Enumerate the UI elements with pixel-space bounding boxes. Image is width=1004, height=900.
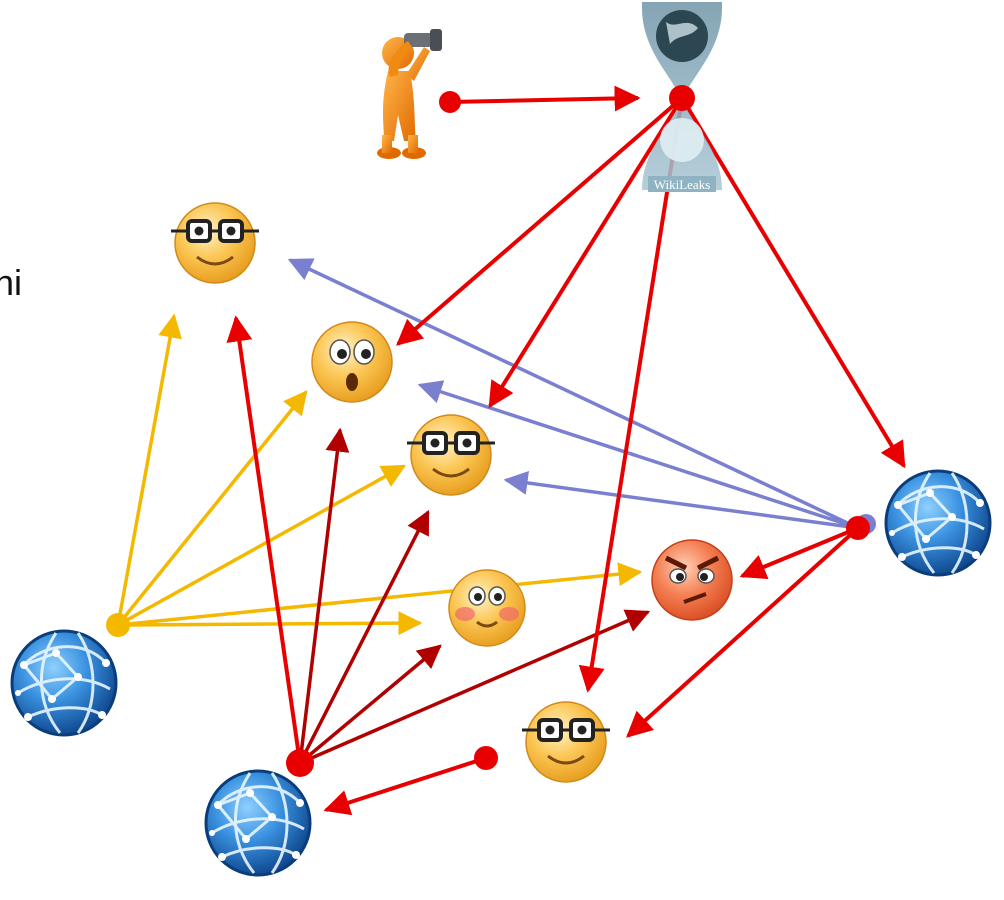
arrow-red-wl-3	[578, 97, 684, 693]
arrow-red-wl-1	[396, 96, 684, 346]
node-dot-wikileaks	[669, 85, 695, 111]
nerd-smiley-icon	[405, 413, 497, 497]
arrow-red-wl-2	[488, 96, 684, 409]
wikileaks-wordmark: WikiLeaks	[654, 177, 711, 192]
arrow-darkred-3	[298, 644, 442, 765]
node-dot-bottom-red	[286, 749, 314, 777]
arrow-red-observer-to-wikileaks	[449, 85, 641, 112]
red-arrows	[226, 85, 906, 816]
arrow-yellow-1	[116, 313, 182, 626]
arrow-blue-2	[417, 380, 859, 530]
arrow-red-nerd-to-globe	[323, 756, 487, 816]
arrow-blue-1	[287, 258, 859, 530]
globe-icon	[204, 769, 312, 877]
arrow-blue-3	[503, 471, 859, 530]
node-dot-left-yellow	[106, 613, 130, 637]
blue-arrows	[287, 258, 859, 530]
node-dot-observer	[439, 91, 461, 113]
surprised-smiley-icon	[311, 321, 393, 403]
globe-icon	[10, 629, 118, 737]
arrow-darkred-1	[298, 427, 350, 764]
dark-red-arrows	[298, 427, 651, 765]
arrow-darkred-2	[298, 509, 430, 764]
node-dot-right-red	[846, 516, 870, 540]
node-dots	[106, 85, 876, 777]
arrow-red-wl-4	[680, 96, 906, 469]
node-dot-bottom-nerd	[474, 746, 498, 770]
arrow-red-right-to-angry	[739, 526, 859, 580]
globe-icon	[884, 469, 992, 577]
angry-smiley-icon	[651, 539, 733, 621]
arrow-red-right-to-nerd	[626, 526, 860, 738]
blushing-smiley-icon	[448, 569, 526, 647]
arrow-yellow-2	[116, 390, 308, 627]
side-text-fragment: hi	[0, 262, 23, 303]
nerd-smiley-icon	[169, 201, 261, 285]
arrow-red-bottom-to-top-nerd	[226, 315, 302, 764]
arrow-yellow-3	[117, 464, 407, 627]
arrow-yellow-4	[117, 611, 423, 636]
nerd-smiley-icon	[520, 700, 612, 784]
arrow-darkred-4	[299, 609, 651, 765]
arrow-yellow-5	[117, 562, 643, 627]
person-with-binoculars-icon	[377, 29, 442, 159]
